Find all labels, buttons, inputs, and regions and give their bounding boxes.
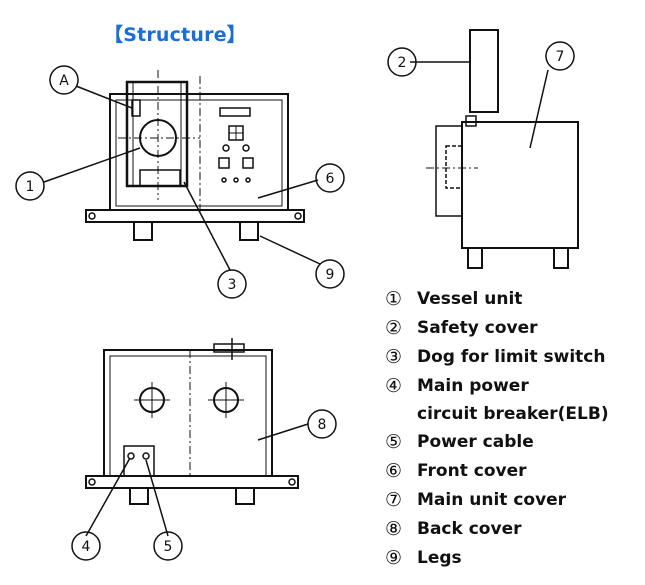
- callout-label-3: 3: [228, 277, 237, 293]
- legend-item-main-unit-cover: ⑦ Main unit cover: [385, 486, 609, 515]
- callout-labels: A 1 3 6 9 2 7 8 4 5: [26, 49, 565, 555]
- legend-item-legs: ⑨ Legs: [385, 544, 609, 573]
- legend-item-front-cover: ⑥ Front cover: [385, 457, 609, 486]
- callout-circle-4: [71, 531, 101, 561]
- callout-label-5: 5: [164, 539, 173, 555]
- callout-circle-5: [153, 531, 183, 561]
- callout-circle-1: [15, 171, 45, 201]
- legend-label: Dog for limit switch: [417, 347, 606, 367]
- page-title: 【Structure】: [104, 24, 246, 46]
- legend-label-line-1: Main power: [417, 376, 529, 396]
- legend-label: Main power circuit breaker(ELB): [417, 372, 609, 428]
- callout-label-6: 6: [326, 171, 335, 187]
- callout-label-2: 2: [398, 55, 407, 71]
- legend-item-safety-cover: ② Safety cover: [385, 314, 609, 343]
- limit-switch-dog: [139, 169, 181, 187]
- legend-label: Power cable: [417, 432, 534, 452]
- front-leg-left: [133, 221, 153, 241]
- main-unit-cover: [461, 121, 579, 249]
- callout-label-1: 1: [26, 179, 35, 195]
- legend-item-back-cover: ⑧ Back cover: [385, 515, 609, 544]
- legend-number: ⑦: [385, 489, 403, 511]
- legend-label-line-2: circuit breaker(ELB): [417, 404, 609, 424]
- legend-number: ②: [385, 317, 403, 339]
- legend-number: ⑤: [385, 431, 403, 453]
- parts-legend: ① Vessel unit ② Safety cover ③ Dog for l…: [385, 285, 609, 573]
- back-view: [85, 338, 299, 505]
- callout-circle-9: [315, 259, 345, 289]
- callout-label-9: 9: [326, 267, 335, 283]
- callout-circle-3: [217, 269, 247, 299]
- side-leg-right: [553, 247, 569, 269]
- legend-number: ①: [385, 288, 403, 310]
- front-base-plate: [85, 209, 305, 223]
- callout-label-4: 4: [82, 539, 91, 555]
- display-window: [219, 107, 251, 117]
- front-cover-panel: [109, 93, 289, 211]
- legend-number: ③: [385, 346, 403, 368]
- legend-number: ⑧: [385, 518, 403, 540]
- back-leg-right: [235, 487, 255, 505]
- legend-label: Vessel unit: [417, 289, 523, 309]
- callout-circle-2: [387, 47, 417, 77]
- side-leg-left: [467, 247, 483, 269]
- back-leg-left: [129, 487, 149, 505]
- legend-number: ⑥: [385, 460, 403, 482]
- legend-label: Safety cover: [417, 318, 538, 338]
- back-cover-panel: [103, 349, 273, 477]
- front-view: [85, 70, 305, 241]
- legend-item-limit-switch-dog: ③ Dog for limit switch: [385, 343, 609, 372]
- callout-label-8: 8: [318, 417, 327, 433]
- callout-circle-a: [49, 65, 79, 95]
- callout-circle-8: [307, 409, 337, 439]
- legend-number: ④: [385, 375, 403, 397]
- back-base-plate: [85, 475, 299, 489]
- callout-label-7: 7: [556, 49, 565, 65]
- legend-label: Back cover: [417, 519, 522, 539]
- callout-label-a: A: [59, 73, 69, 89]
- front-cover-inner-edge: [115, 99, 283, 207]
- legend-item-main-power-breaker: ④ Main power circuit breaker(ELB): [385, 372, 609, 428]
- legend-item-power-cable: ⑤ Power cable: [385, 428, 609, 457]
- callout-circles: [15, 41, 575, 561]
- front-leg-right: [239, 221, 259, 241]
- legend-item-vessel-unit: ① Vessel unit: [385, 285, 609, 314]
- leader-lines: [43, 61, 549, 537]
- legend-label: Front cover: [417, 461, 527, 481]
- safety-cover: [469, 29, 499, 113]
- legend-label: Main unit cover: [417, 490, 567, 510]
- side-view: [426, 29, 579, 269]
- callout-circle-7: [545, 41, 575, 71]
- legend-label: Legs: [417, 548, 462, 568]
- legend-number: ⑨: [385, 547, 403, 569]
- callout-circle-6: [315, 163, 345, 193]
